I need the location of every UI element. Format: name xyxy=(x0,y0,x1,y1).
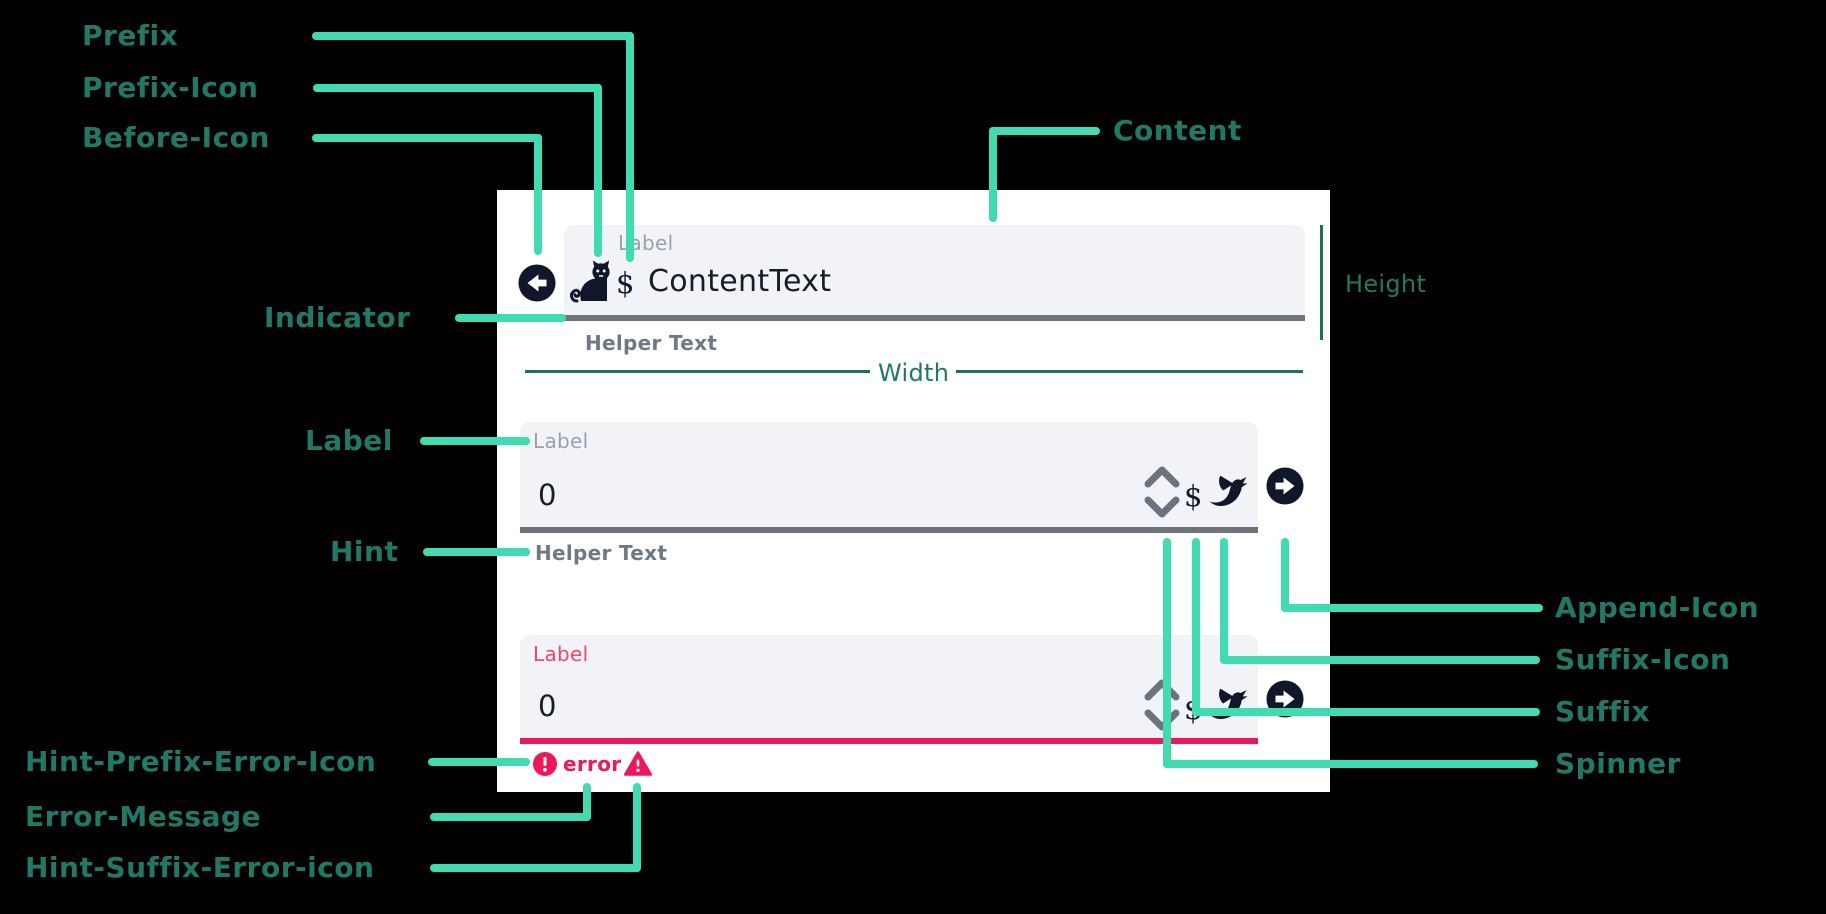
number-input-error[interactable] xyxy=(520,635,1258,738)
hint-suffix-error-icon-connector-v xyxy=(633,783,641,872)
content-connector-h xyxy=(989,127,1100,135)
error-underline xyxy=(520,738,1258,744)
before-icon-connector-h xyxy=(312,134,542,142)
hint-annotation: Hint xyxy=(330,535,399,568)
number-input-second[interactable] xyxy=(520,422,1258,527)
error-exclamation-circle-icon xyxy=(533,752,557,776)
spinner-connector-h xyxy=(1163,760,1538,768)
error-message-connector-h xyxy=(430,813,591,821)
text-input-first[interactable] xyxy=(564,225,1305,315)
width-annotation: Width xyxy=(878,359,950,387)
hint-connector-h xyxy=(423,548,530,556)
height-guide-line xyxy=(1320,225,1323,340)
indicator-annotation: Indicator xyxy=(264,301,411,334)
content-annotation: Content xyxy=(1113,114,1242,147)
helper-text-second: Helper Text xyxy=(535,541,668,565)
input-value-second: 0 xyxy=(538,478,557,512)
prefix-connector-h xyxy=(312,32,634,40)
label-annotation: Label xyxy=(305,424,393,457)
error-warning-triangle-icon xyxy=(624,751,652,776)
suffix-icon-annotation: Suffix-Icon xyxy=(1555,643,1731,676)
hint-suffix-error-icon-annotation: Hint-Suffix-Error-icon xyxy=(25,851,375,884)
helper-text-first: Helper Text xyxy=(585,331,718,355)
prefix-icon-connector-h xyxy=(313,84,602,92)
width-guide-line-left xyxy=(525,370,870,373)
height-annotation: Height xyxy=(1345,270,1427,298)
spinner-stepper[interactable] xyxy=(1142,461,1182,523)
before-arrow-left-circle-icon[interactable] xyxy=(518,264,556,302)
prefix-connector-v xyxy=(626,32,634,262)
content-connector-v xyxy=(989,127,997,222)
suffix-icon-connector-h xyxy=(1220,656,1540,664)
prefix-icon-annotation: Prefix-Icon xyxy=(82,71,259,104)
hint-prefix-error-icon-annotation: Hint-Prefix-Error-Icon xyxy=(25,745,377,778)
error-message-text: error xyxy=(563,752,622,776)
input-indicator-underline xyxy=(564,315,1305,321)
append-icon-annotation: Append-Icon xyxy=(1555,591,1760,624)
suffix-connector-h xyxy=(1192,708,1540,716)
suffix-icon-connector-v xyxy=(1220,538,1228,664)
suffix-annotation: Suffix xyxy=(1555,695,1651,728)
indicator-connector-h xyxy=(455,314,566,322)
spinner-connector-v xyxy=(1163,538,1171,768)
prefix-icon-connector-v xyxy=(594,84,602,257)
input-underline-second xyxy=(520,527,1258,533)
prefix-cat-icon xyxy=(570,260,614,304)
content-text: ContentText xyxy=(648,264,832,299)
suffix-connector-v xyxy=(1192,538,1200,716)
append-arrow-right-circle-icon[interactable] xyxy=(1266,467,1304,505)
suffix-text: $ xyxy=(1184,479,1203,513)
append-icon-connector-v xyxy=(1281,538,1289,612)
label-connector-h xyxy=(420,437,530,445)
spinner-stepper-error[interactable] xyxy=(1142,674,1182,736)
error-message-annotation: Error-Message xyxy=(25,800,262,833)
hint-suffix-error-icon-connector-h xyxy=(430,864,641,872)
hint-prefix-error-icon-connector-h xyxy=(428,758,530,766)
width-guide-line-right xyxy=(956,370,1303,373)
prefix-text: $ xyxy=(616,266,635,300)
floating-label-second: Label xyxy=(533,429,589,453)
error-message-connector-v xyxy=(583,783,591,821)
prefix-annotation: Prefix xyxy=(82,19,179,52)
floating-label-error: Label xyxy=(533,642,589,666)
append-icon-connector-h xyxy=(1281,604,1543,612)
suffix-bird-icon xyxy=(1206,470,1248,510)
before-icon-connector-v xyxy=(534,134,542,255)
suffix-bird-icon-error xyxy=(1206,683,1248,723)
input-value-error: 0 xyxy=(538,689,557,723)
before-icon-annotation: Before-Icon xyxy=(82,121,270,154)
spinner-annotation: Spinner xyxy=(1555,747,1681,780)
